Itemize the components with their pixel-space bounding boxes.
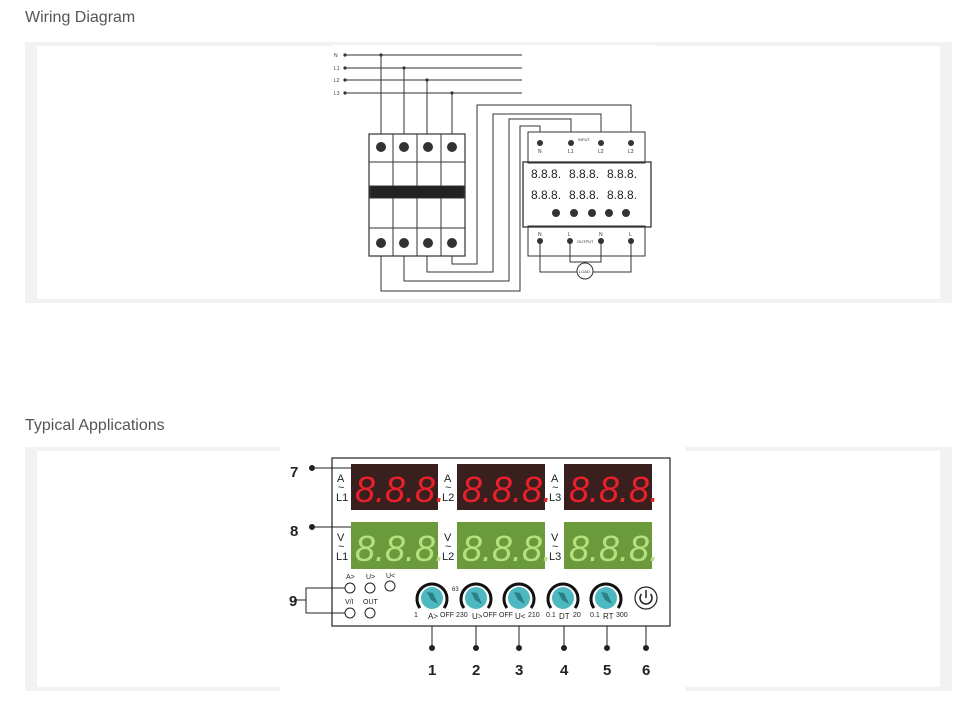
phase-label: L1 xyxy=(336,551,348,563)
knob-dt-dial[interactable] xyxy=(546,582,580,609)
indicator-label: V/I xyxy=(345,599,354,606)
unit-label: V xyxy=(551,532,559,544)
unit-label: A xyxy=(444,473,452,485)
phase-label: L2 xyxy=(442,492,454,504)
knob-min-label: 1 xyxy=(414,612,418,619)
line-label-l2: L2 xyxy=(334,78,340,84)
callout-3: 3 xyxy=(515,662,523,679)
knob-min-label: 230 xyxy=(456,612,468,619)
mini-display: 8.8.8. xyxy=(607,188,637,202)
knob-max-label: 300 xyxy=(616,612,628,619)
callout-1: 1 xyxy=(428,662,436,679)
unit-label: A xyxy=(551,473,559,485)
tilde: ~ xyxy=(445,541,451,553)
wiring-diagram-image: N L1 L2 L3 INPUT N L1 L2 L3 N L N L OUTP… xyxy=(332,45,655,298)
knob-max-label: OFF xyxy=(440,612,454,619)
knob-max-label: OFF xyxy=(483,612,497,619)
unit-label: V xyxy=(337,532,345,544)
front-panel-image: 8.8.8. 8.8.8. 8.8.8. 8.8.8. 8.8.8. 8.8.8… xyxy=(280,447,685,691)
indicator-label: U> xyxy=(366,574,375,581)
tilde: ~ xyxy=(338,482,344,494)
phase-label: L3 xyxy=(549,492,561,504)
mini-display: 8.8.8. xyxy=(607,167,637,181)
knob-min-label: 0.1 xyxy=(590,612,600,619)
output-terminal: L xyxy=(568,232,571,238)
typical-applications-heading: Typical Applications xyxy=(25,417,165,434)
knob-extra-label: 63 xyxy=(452,587,459,593)
mini-display: 8.8.8. xyxy=(531,188,561,202)
knob-name-label: A> xyxy=(428,612,438,621)
unit-label: A xyxy=(337,473,345,485)
phase-label: L1 xyxy=(336,492,348,504)
voltage-display-l3: 8.8.8. xyxy=(569,528,659,569)
line-label-l1: L1 xyxy=(334,66,340,72)
line-label-n: N xyxy=(334,53,338,59)
phase-label: L3 xyxy=(549,551,561,563)
mini-display: 8.8.8. xyxy=(569,167,599,181)
knob-name-label: RT xyxy=(603,612,614,621)
callout-6: 6 xyxy=(642,662,650,679)
unit-label: V xyxy=(444,532,452,544)
knob-min-label: 0.1 xyxy=(546,612,556,619)
knob-name-label: U< xyxy=(515,612,526,621)
output-terminal: L xyxy=(629,232,632,238)
mini-display: 8.8.8. xyxy=(569,188,599,202)
voltage-display-l1: 8.8.8. xyxy=(355,528,445,569)
input-label: INPUT xyxy=(578,137,591,142)
line-label-l3: L3 xyxy=(334,91,340,97)
callout-2: 2 xyxy=(472,662,480,679)
input-terminal: L1 xyxy=(568,149,574,155)
knob-max-label: 20 xyxy=(573,612,581,619)
knob-name-label: U> xyxy=(472,612,483,621)
callout-9: 9 xyxy=(289,593,297,610)
knob-u-dial[interactable] xyxy=(459,582,493,609)
tilde: ~ xyxy=(552,482,558,494)
callout-8: 8 xyxy=(290,523,298,540)
phase-label: L2 xyxy=(442,551,454,563)
tilde: ~ xyxy=(445,482,451,494)
output-terminal: N xyxy=(599,232,603,238)
knob-rt-dial[interactable] xyxy=(589,582,623,609)
input-terminal: L3 xyxy=(628,149,634,155)
knob-a-dial[interactable] xyxy=(415,582,449,609)
knob-min-label: OFF xyxy=(499,612,513,619)
output-label: OUTPUT xyxy=(577,239,594,244)
load-label: LOAD xyxy=(579,269,590,274)
tilde: ~ xyxy=(338,541,344,553)
current-display-l3: 8.8.8. xyxy=(569,469,659,510)
callout-4: 4 xyxy=(560,662,569,679)
indicator-label: U< xyxy=(386,573,395,580)
output-terminal: N xyxy=(538,232,542,238)
voltage-display-l2: 8.8.8. xyxy=(462,528,552,569)
current-display-l2: 8.8.8. xyxy=(462,469,552,510)
power-icon xyxy=(634,586,658,610)
mini-display: 8.8.8. xyxy=(531,167,561,181)
callout-7: 7 xyxy=(290,464,298,481)
indicator-label: OUT xyxy=(363,599,379,606)
knob-max-label: 210 xyxy=(528,612,540,619)
knob-name-label: DT xyxy=(559,612,570,621)
input-terminal: L2 xyxy=(598,149,604,155)
input-terminal: N xyxy=(538,149,542,155)
tilde: ~ xyxy=(552,541,558,553)
wiring-diagram-heading: Wiring Diagram xyxy=(25,9,136,26)
knob-u-dial[interactable] xyxy=(502,582,536,609)
indicator-label: A> xyxy=(346,574,355,581)
callout-5: 5 xyxy=(603,662,611,679)
current-display-l1: 8.8.8. xyxy=(355,469,445,510)
